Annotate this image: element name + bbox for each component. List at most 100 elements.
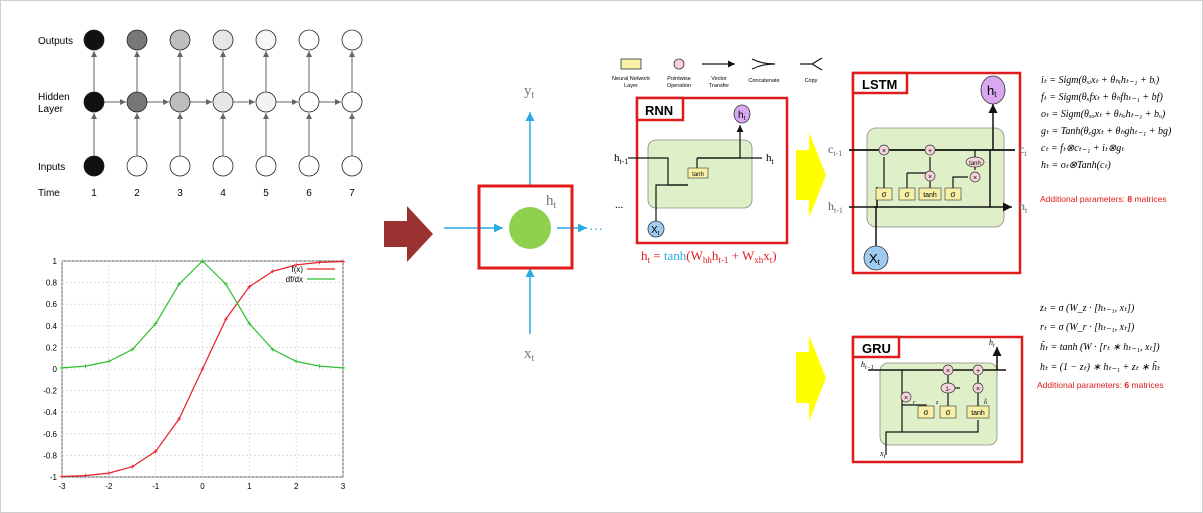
gru-gate-2 [939, 405, 957, 419]
lstm-equation-1: iₜ = Sigm(θₓᵢxₜ + θₕᵢhₜ₋₁ + bᵢ) [1041, 75, 1160, 86]
x-tick-label: -3 [58, 482, 66, 491]
row-label-time: Time [38, 188, 60, 199]
lstm-input-mult [924, 170, 936, 182]
data-point [317, 260, 322, 265]
gru-equation-1: zₜ = σ (W_z · [hₜ₋₁, xₜ]) [1039, 303, 1135, 314]
y-tick-label: 0.6 [46, 300, 58, 309]
gru-mult-z-sign: × [976, 386, 980, 393]
data-point [341, 365, 345, 370]
input-node [126, 155, 148, 177]
time-step-label: 4 [220, 188, 226, 199]
copy-label: Copy [805, 78, 818, 84]
neuron-node [509, 207, 551, 249]
data-point [200, 367, 205, 371]
lstm-cell-body [866, 127, 1005, 228]
pointwise-label-2: Operation [667, 83, 691, 89]
lstm-h-node [980, 75, 1006, 105]
hidden-node [83, 91, 105, 113]
data-point [200, 259, 205, 263]
data-point [130, 347, 135, 352]
lstm-equation-4: gₜ = Tanh(θₓgxₜ + θₕghₜ₋₁ + bg) [1041, 126, 1172, 137]
rnn-h-node [733, 104, 751, 124]
lstm-gate-label-1: σ [882, 190, 887, 199]
lstm-gate-4 [944, 187, 962, 201]
data-point [247, 321, 252, 326]
hidden-node [298, 91, 320, 113]
data-point [153, 449, 158, 454]
y-tick-label: 1 [53, 257, 58, 266]
x-tick-label: -2 [105, 482, 113, 491]
gru-title-box [851, 335, 901, 359]
rnn-tanh-label: tanh [692, 172, 704, 178]
rnn-title-box [635, 96, 685, 122]
time-step-label: 5 [263, 188, 269, 199]
data-point [60, 474, 64, 479]
time-step-label: 7 [349, 188, 355, 199]
vector-label-2: Transfer [709, 83, 729, 89]
data-point [247, 284, 252, 289]
data-point [294, 262, 299, 267]
data-point [341, 259, 345, 264]
lstm-x-node [863, 245, 889, 271]
lstm-h-label: ht [987, 83, 997, 99]
data-point [83, 473, 88, 478]
lstm-title: LSTM [862, 77, 897, 92]
lstm-equation-6: hₜ = oₜ⊗Tanh(cₜ) [1041, 160, 1111, 171]
lstm-x-label: Xt [869, 251, 881, 267]
rnn-tanh-gate [687, 167, 709, 179]
lstm-equation-3: oₜ = Sigm(θₓₒxₜ + θₕₒhₜ₋₁ + bₒ) [1041, 109, 1166, 120]
gru-mult-z [972, 382, 984, 394]
y-tick-label: -0.8 [43, 451, 57, 460]
chart-legend: f(x)df/dx [286, 265, 335, 284]
lstm-highlight-box [851, 71, 1022, 275]
y-tick-label: 0 [53, 365, 58, 374]
y-tick-label: -0.4 [43, 408, 57, 417]
rnn-title: RNN [645, 103, 673, 118]
data-point [130, 464, 135, 469]
yellow-arrow-lstm-icon [796, 132, 826, 218]
gru-mult-1-sign: × [946, 368, 950, 375]
lstm-h-in-label: ht-1 [828, 199, 843, 215]
gru-gate-3 [966, 405, 990, 419]
lstm-output-mult [969, 171, 981, 183]
neuron-hidden-label: ht [546, 193, 557, 211]
concatenate-label: Concatenate [748, 78, 779, 84]
row-label-layer: Layer [38, 104, 64, 115]
x-tick-label: 0 [200, 482, 205, 491]
data-point [83, 364, 88, 369]
data-point [294, 359, 299, 364]
y-tick-label: -0.6 [43, 430, 57, 439]
gru-title: GRU [862, 341, 891, 356]
data-point [106, 471, 111, 476]
gru-one-minus [940, 382, 956, 394]
row-label-hidden: Hidden [38, 92, 70, 103]
gru-r-label: r [913, 400, 916, 406]
lstm-h-out-label: ht [1019, 199, 1028, 215]
gru-h-out-label: ht [989, 338, 995, 349]
time-step-label: 6 [306, 188, 312, 199]
pointwise-label-1: Pointwise [667, 76, 691, 82]
gru-gate-label-2: σ [946, 408, 951, 417]
output-node [341, 29, 363, 51]
output-node [126, 29, 148, 51]
input-node [341, 155, 363, 177]
x-tick-label: 2 [294, 482, 299, 491]
gru-cell-body [879, 362, 998, 446]
lstm-input-mult-sign: × [928, 174, 932, 181]
gru-one-minus-label: 1- [945, 387, 950, 393]
yellow-arrow-gru-icon [796, 335, 826, 421]
data-point [177, 282, 182, 287]
gru-equation-4: hₜ = (1 − zₜ) ∗ hₜ₋₁ + zₜ ∗ h̃ₜ [1040, 360, 1161, 373]
gru-x-line [885, 420, 979, 455]
time-step-label: 2 [134, 188, 140, 199]
lstm-output-mult-sign: × [973, 175, 977, 182]
lstm-params-note: Additional parameters: 8 matrices [1040, 194, 1167, 204]
rnn-x-node [647, 220, 665, 238]
gru-gate-1 [917, 405, 935, 419]
dark-red-arrow-icon [384, 206, 433, 262]
legend-label: df/dx [286, 275, 303, 284]
rnn-input-label: ht-1 [614, 152, 628, 166]
lstm-gate-label-2: σ [905, 190, 910, 199]
gru-equations: zₜ = σ (W_z · [hₜ₋₁, xₜ]) rₜ = σ (W_r · … [1039, 303, 1161, 373]
